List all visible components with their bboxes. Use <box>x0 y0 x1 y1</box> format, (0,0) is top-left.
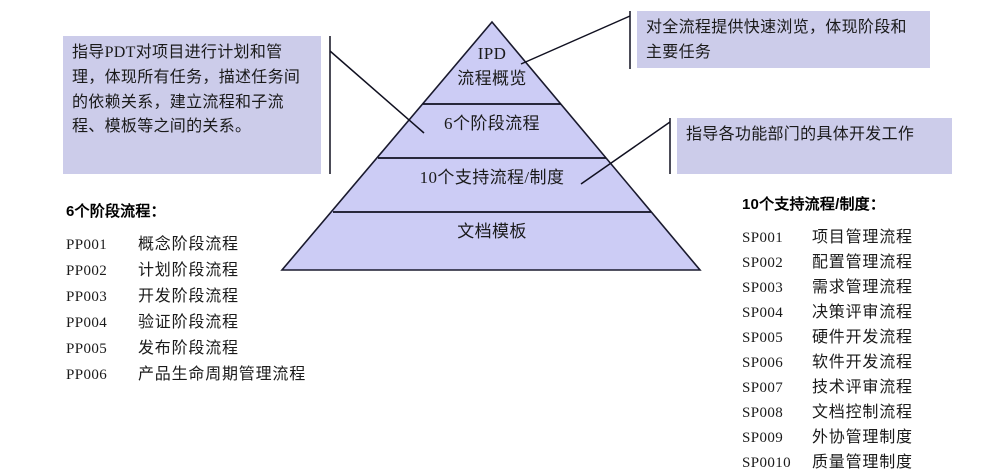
list-item-name: 技术评审流程 <box>812 379 913 396</box>
list-item-name: 项目管理流程 <box>812 229 913 246</box>
phase-process-list-title: 6个阶段流程： <box>66 203 166 220</box>
pyramid-band-label-overview: IPD 流程概览 <box>457 44 527 88</box>
list-item: SP0010 质量管理制度 <box>742 448 913 473</box>
list-item: SP002 配置管理流程 <box>742 248 913 273</box>
list-item-code: SP006 <box>742 355 784 371</box>
list-item-name: 质量管理制度 <box>812 454 913 471</box>
list-item: SP006 软件开发流程 <box>742 348 913 373</box>
pyramid-band-label-templates: 文档模板 <box>457 222 527 241</box>
list-item: SP009 外协管理制度 <box>742 423 913 448</box>
pyramid-shape <box>280 20 702 271</box>
list-item-code: SP009 <box>742 430 784 446</box>
list-item-name: 计划阶段流程 <box>138 262 239 279</box>
list-item-code: SP001 <box>742 230 784 246</box>
list-item-code: SP005 <box>742 330 784 346</box>
list-item-code: PP001 <box>66 237 108 253</box>
list-item-name: 验证阶段流程 <box>138 314 239 331</box>
list-item: SP005 硬件开发流程 <box>742 323 913 348</box>
list-item: PP004 验证阶段流程 <box>66 308 306 334</box>
list-item-code: SP007 <box>742 380 784 396</box>
list-item-name: 配置管理流程 <box>812 254 913 271</box>
support-process-list-title: 10个支持流程/制度： <box>742 196 886 213</box>
list-item-code: PP005 <box>66 341 108 357</box>
list-item: PP001 概念阶段流程 <box>66 230 306 256</box>
list-item-code: PP002 <box>66 263 108 279</box>
pyramid-band-label-support: 10个支持流程/制度 <box>419 168 565 187</box>
list-item-code: SP004 <box>742 305 784 321</box>
callout-top-right: 对全流程提供快速浏览，体现阶段和主要任务 <box>637 11 930 68</box>
leader-line-top-right <box>520 15 631 65</box>
list-item-name: 需求管理流程 <box>812 279 913 296</box>
list-item-code: PP003 <box>66 289 108 305</box>
list-item: SP008 文档控制流程 <box>742 398 913 423</box>
list-item-code: SP002 <box>742 255 784 271</box>
list-item-code: PP004 <box>66 315 108 331</box>
phase-process-list: 6个阶段流程： PP001 概念阶段流程 PP002 计划阶段流程 PP003 … <box>66 200 306 386</box>
list-item-code: SP0010 <box>742 455 792 471</box>
list-item: SP003 需求管理流程 <box>742 273 913 298</box>
list-item: PP006 产品生命周期管理流程 <box>66 360 306 386</box>
leader-line-mid-right <box>580 121 671 185</box>
leader-line-left <box>329 50 425 134</box>
list-item-name: 开发阶段流程 <box>138 288 239 305</box>
list-item-name: 概念阶段流程 <box>138 236 239 253</box>
phase-process-rows: PP001 概念阶段流程 PP002 计划阶段流程 PP003 开发阶段流程 P… <box>66 230 306 386</box>
list-item: SP007 技术评审流程 <box>742 373 913 398</box>
list-item-name: 发布阶段流程 <box>138 340 239 357</box>
list-item-code: SP003 <box>742 280 784 296</box>
pyramid-band-label-phases: 6个阶段流程 <box>444 114 540 133</box>
list-item: PP005 发布阶段流程 <box>66 334 306 360</box>
list-item: PP002 计划阶段流程 <box>66 256 306 282</box>
list-item-code: PP006 <box>66 367 108 383</box>
list-item-name: 外协管理制度 <box>812 429 913 446</box>
list-item-name: 文档控制流程 <box>812 404 913 421</box>
list-item: SP001 项目管理流程 <box>742 223 913 248</box>
list-item: SP004 决策评审流程 <box>742 298 913 323</box>
list-item-name: 硬件开发流程 <box>812 329 913 346</box>
support-process-rows: SP001 项目管理流程 SP002 配置管理流程 SP003 需求管理流程 S… <box>742 223 913 473</box>
list-item-name: 决策评审流程 <box>812 304 913 321</box>
support-process-list: 10个支持流程/制度： SP001 项目管理流程 SP002 配置管理流程 SP… <box>742 193 913 473</box>
list-item-name: 产品生命周期管理流程 <box>138 366 307 383</box>
list-item-name: 软件开发流程 <box>812 354 913 371</box>
callout-mid-right: 指导各功能部门的具体开发工作 <box>677 118 952 174</box>
list-item: PP003 开发阶段流程 <box>66 282 306 308</box>
list-item-code: SP008 <box>742 405 784 421</box>
callout-left: 指导PDT对项目进行计划和管理，体现所有任务，描述任务间的依赖关系，建立流程和子… <box>63 36 321 174</box>
